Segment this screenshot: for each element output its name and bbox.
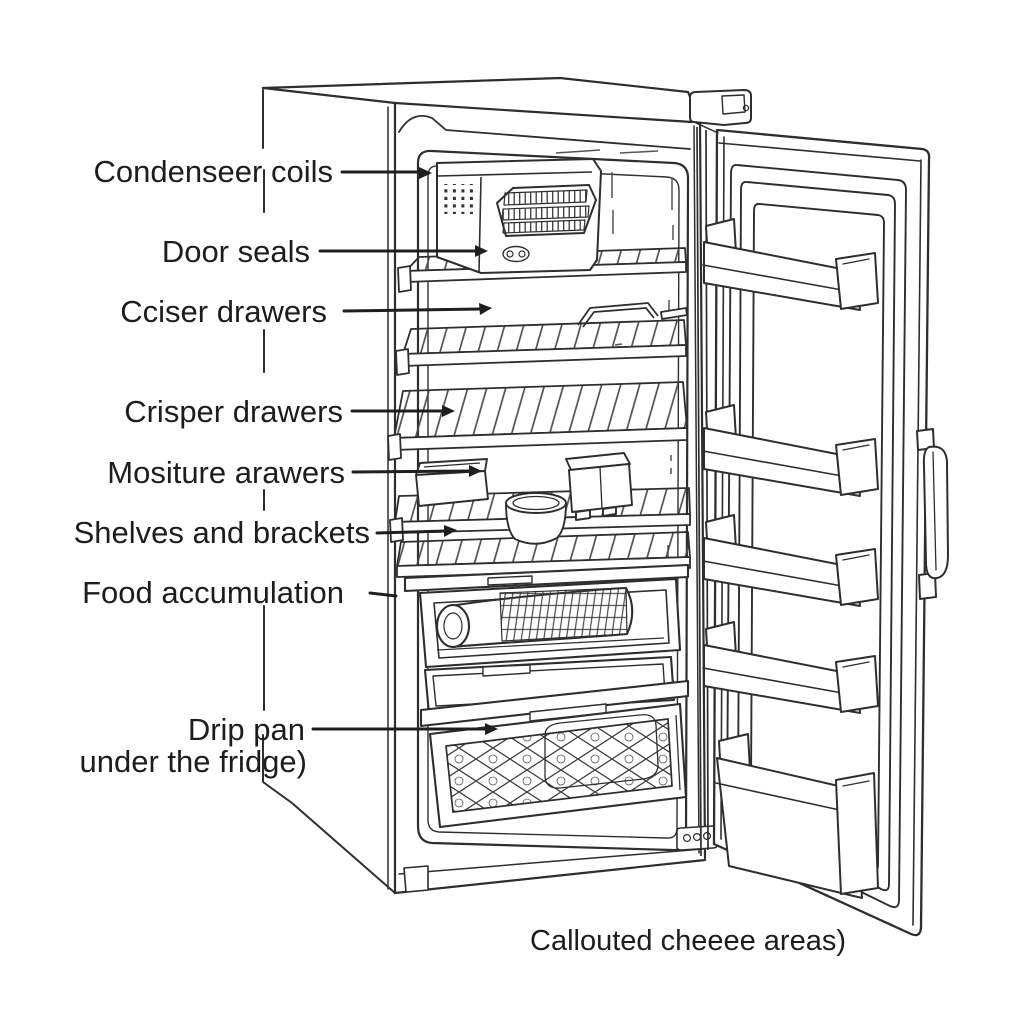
condenser-unit [436, 158, 602, 274]
label-cciser-drawers: Cciser drawers [120, 294, 327, 329]
door-handle [916, 428, 949, 600]
callout-arrow-cciser [342, 307, 483, 313]
door-hinge [689, 89, 752, 134]
fridge-door [689, 89, 949, 937]
door-bin [702, 218, 879, 311]
callout-arrow-shelves [375, 529, 448, 535]
door-bin [702, 514, 879, 607]
food-containers [415, 452, 633, 545]
door-bin [702, 404, 879, 497]
wire-shelf [387, 381, 688, 461]
door-bins [702, 218, 879, 899]
cabinet-foot [403, 865, 429, 893]
drawer-assembly [403, 563, 718, 893]
label-moisture-drawers: Mositure arawers [107, 455, 345, 490]
cabinet-left-edge [262, 89, 396, 894]
callout-labels: Condenseer coils Door seals Cciser drawe… [74, 154, 370, 779]
label-drip-pan: Drip pan [188, 712, 305, 747]
label-food-accumulation: Food accumulation [82, 575, 344, 610]
callout-arrowheads [419, 167, 498, 735]
refrigerator-cabinet [261, 76, 707, 895]
label-door-seals: Door seals [162, 234, 310, 269]
bottom-drawer [428, 702, 688, 829]
condenser-vent-dots [444, 184, 476, 214]
label-shelves-brackets: Shelves and brackets [74, 515, 370, 550]
wire-shelf [396, 531, 691, 578]
container-tub-left [415, 458, 489, 507]
label-under-the-fridge: under the fridge) [80, 744, 307, 779]
container-bowl [505, 492, 567, 545]
door-panel [712, 128, 931, 937]
crisper-drawer [418, 577, 682, 669]
callout-line-food [368, 591, 398, 598]
callout-lines [311, 170, 489, 731]
bottom-caption: Callouted cheeee areas) [530, 925, 846, 957]
wire-rack [577, 302, 659, 328]
wire-shelf [395, 302, 688, 376]
callout-arrow-moisture [351, 469, 473, 474]
label-crisper-drawers: Crisper drawers [124, 394, 343, 429]
door-bin [702, 621, 879, 714]
door-bin-bottom [715, 733, 879, 899]
label-condenser-coils: Condenseer coils [93, 154, 333, 189]
container-tub-right [565, 452, 633, 521]
cabinet-top-face [261, 76, 690, 94]
condenser-logo [502, 245, 530, 263]
interior-opening [416, 149, 690, 852]
